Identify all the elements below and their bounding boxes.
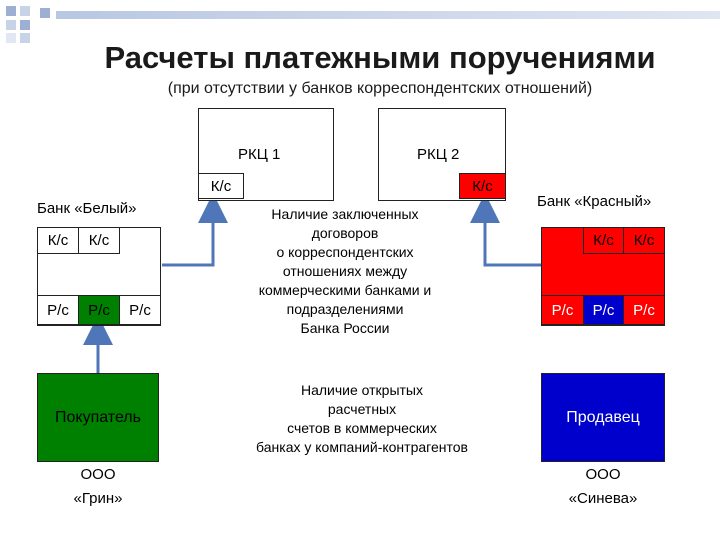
note-accounts-line: банках у компаний-контрагентов [256, 439, 468, 455]
bank-right-rs-1: Р/с [541, 295, 584, 325]
bank-left-rs-3: Р/с [119, 295, 161, 325]
rkc1-label: РКЦ 1 [238, 146, 281, 163]
seller-box: Продавец [541, 373, 665, 462]
bank-right-name: Банк «Красный» [537, 193, 652, 210]
note-accounts-line: счетов в коммерческих [287, 420, 437, 436]
rkc2-label: РКЦ 2 [417, 146, 460, 163]
note-contracts-line: отношениях между [282, 263, 408, 279]
note-accounts: Наличие открытых расчетных счетов в комм… [230, 381, 494, 457]
buyer-company: ООО «Грин» [37, 463, 159, 511]
bank-left-rs-1: Р/с [37, 295, 79, 325]
rkc1-box [198, 108, 334, 201]
page-title: Расчеты платежными поручениями [104, 40, 656, 75]
page-subtitle: (при отсутствии у банков корреспондентск… [167, 80, 593, 97]
arrow-right-to-rkc2 [470, 193, 541, 267]
buyer-box: Покупатель [37, 373, 159, 462]
seller-label: Продавец [566, 408, 640, 426]
decor-square [40, 8, 50, 18]
decor-square [20, 20, 30, 30]
note-accounts-line: Наличие открытых [300, 382, 423, 398]
buyer-company-line2: «Грин» [73, 490, 123, 507]
rkc2-account: К/с [459, 173, 506, 199]
note-accounts-line: расчетных [327, 401, 397, 417]
note-contracts-line: коммерческими банками и [258, 282, 432, 298]
seller-company: ООО «Синева» [541, 463, 665, 511]
note-contracts-line: подразделениями [286, 301, 404, 317]
note-contracts-line: Банка России [300, 320, 390, 336]
buyer-company-line1: ООО [80, 466, 116, 483]
seller-company-line2: «Синева» [568, 490, 638, 507]
decor-square [6, 6, 16, 16]
bank-right-rs-3: Р/с [623, 295, 665, 325]
decor-square [6, 20, 16, 30]
note-contracts-line: Наличие заключенных [271, 206, 419, 222]
bank-left-ks-2: К/с [78, 227, 120, 254]
decor-square [6, 33, 16, 43]
note-contracts: Наличие заключенных договоров о корреспо… [236, 205, 454, 338]
bank-left-ks-1: К/с [37, 227, 79, 254]
note-contracts-line: о корреспондентских [276, 244, 414, 260]
seller-company-line1: ООО [585, 466, 621, 483]
arrow-left-to-rkc1 [162, 193, 228, 267]
bank-right-ks-2: К/с [623, 227, 665, 254]
buyer-label: Покупатель [55, 408, 141, 426]
bank-left-rs-2: Р/с [78, 295, 120, 325]
bank-right-ks-1: К/с [583, 227, 624, 254]
decor-bar [56, 11, 720, 19]
bank-left-name: Банк «Белый» [37, 200, 137, 217]
decor-square [20, 6, 30, 16]
bank-right-rs-2: Р/с [583, 295, 624, 325]
note-contracts-line: договоров [311, 225, 379, 241]
rkc1-account: К/с [198, 173, 244, 199]
decor-square [20, 33, 30, 43]
